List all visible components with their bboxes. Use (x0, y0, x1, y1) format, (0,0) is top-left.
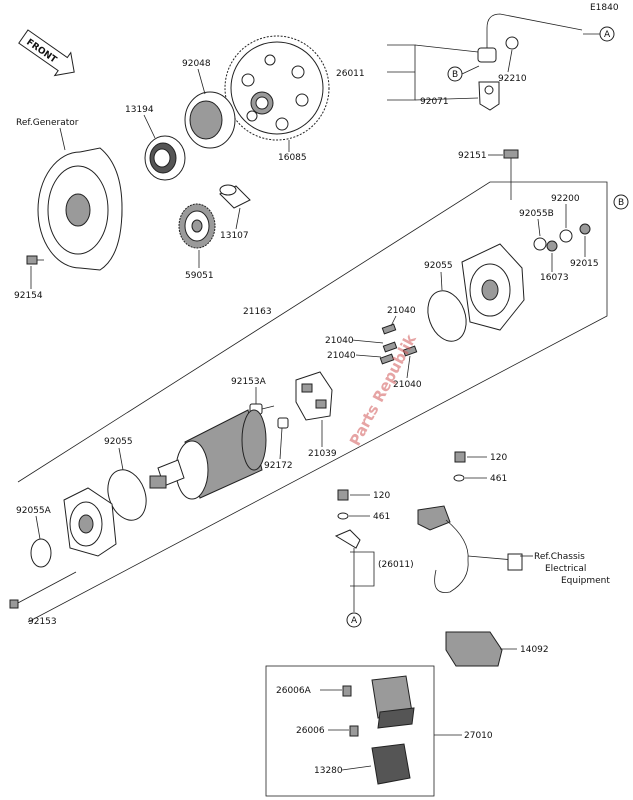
bolt-92151 (503, 149, 519, 200)
label-92071: 92071 (420, 97, 449, 107)
label-16073: 16073 (540, 273, 569, 283)
washer-461-b (337, 512, 349, 520)
label-92153A: 92153A (231, 377, 267, 387)
bolt-120-b (337, 489, 349, 501)
ref-chassis-line-3: Equipment (561, 576, 610, 586)
bolt-120-a (454, 451, 466, 463)
starter-front-cover (63, 487, 117, 557)
label-26006: 26006 (296, 726, 325, 736)
label-27010: 27010 (464, 731, 493, 741)
label-92172: 92172 (264, 461, 293, 471)
battery-cable-assy (477, 13, 583, 111)
label-92055-mid: 92055 (104, 437, 133, 447)
ref-chassis-line-1: Ref.Chassis (534, 552, 585, 562)
callout-a-bottom (346, 612, 362, 628)
label-21040-d: 21040 (393, 380, 422, 390)
label-26006A: 26006A (276, 686, 312, 696)
label-26011: 26011 (336, 69, 365, 79)
bolt-92153 (9, 571, 77, 609)
generator-rotor (37, 147, 123, 271)
label-92200: 92200 (551, 194, 580, 204)
starter-cable-lead (334, 529, 361, 592)
fuse-26006A (342, 685, 352, 697)
callout-a-top-label: A (604, 30, 611, 40)
one-way-clutch (144, 135, 186, 181)
label-13194: 13194 (125, 105, 154, 115)
one-way-clutch-housing (184, 91, 236, 149)
label-16085: 16085 (278, 153, 307, 163)
brush-set (379, 323, 418, 365)
label-59051: 59051 (185, 271, 214, 281)
label-92055B: 92055B (519, 209, 554, 219)
fuse-26006 (349, 725, 359, 737)
washer-461-a (453, 474, 465, 482)
label-92151: 92151 (458, 151, 487, 161)
screw-92172 (277, 417, 289, 429)
callout-b-right-label: B (618, 198, 624, 208)
wire-harness (417, 505, 523, 593)
callout-b-top-label: B (452, 70, 458, 80)
starter-end-cover-rear (461, 243, 525, 331)
label-120-a: 120 (490, 453, 507, 463)
label-92048: 92048 (182, 59, 211, 69)
label-26011-ref: (26011) (378, 560, 414, 570)
brush-holder (295, 371, 333, 421)
relay-cover-14092 (445, 631, 503, 667)
label-92210: 92210 (498, 74, 527, 84)
callout-b-right (613, 194, 629, 210)
label-21040-c: 21040 (327, 351, 356, 361)
front-arrow-icon: FRONT (18, 29, 75, 77)
callout-a-bottom-label: A (351, 616, 358, 626)
label-21039: 21039 (308, 449, 337, 459)
starter-gear (224, 35, 330, 141)
label-13107: 13107 (220, 231, 249, 241)
label-13280: 13280 (314, 766, 343, 776)
label-14092: 14092 (520, 645, 549, 655)
o-ring-92055-mid (107, 469, 147, 521)
terminal-hardware (533, 223, 591, 252)
label-21040-b: 21040 (325, 336, 354, 346)
label-92153: 92153 (28, 617, 57, 627)
starter-frame (17, 181, 608, 623)
relay-case-13280 (371, 743, 411, 785)
o-ring-92055A (30, 538, 52, 568)
bolt-92154 (26, 255, 44, 265)
label-461-a: 461 (490, 474, 507, 484)
starter-yoke (149, 409, 267, 500)
ref-generator-label: Ref.Generator (16, 118, 79, 128)
label-21163: 21163 (243, 307, 272, 317)
label-21040-a: 21040 (387, 306, 416, 316)
label-461-b: 461 (373, 512, 390, 522)
ref-chassis-line-2: Electrical (545, 564, 586, 574)
idle-gear (178, 203, 216, 249)
label-92015: 92015 (570, 259, 599, 269)
label-92055-top: 92055 (424, 261, 453, 271)
o-ring-92055-top (427, 290, 467, 342)
label-120-b: 120 (373, 491, 390, 501)
label-92055A: 92055A (16, 506, 52, 516)
diagram-code: E1840 (590, 3, 619, 13)
shaft-13107 (219, 184, 251, 209)
label-92154: 92154 (14, 291, 43, 301)
starter-relay (371, 675, 415, 729)
relay-frame (265, 665, 435, 797)
